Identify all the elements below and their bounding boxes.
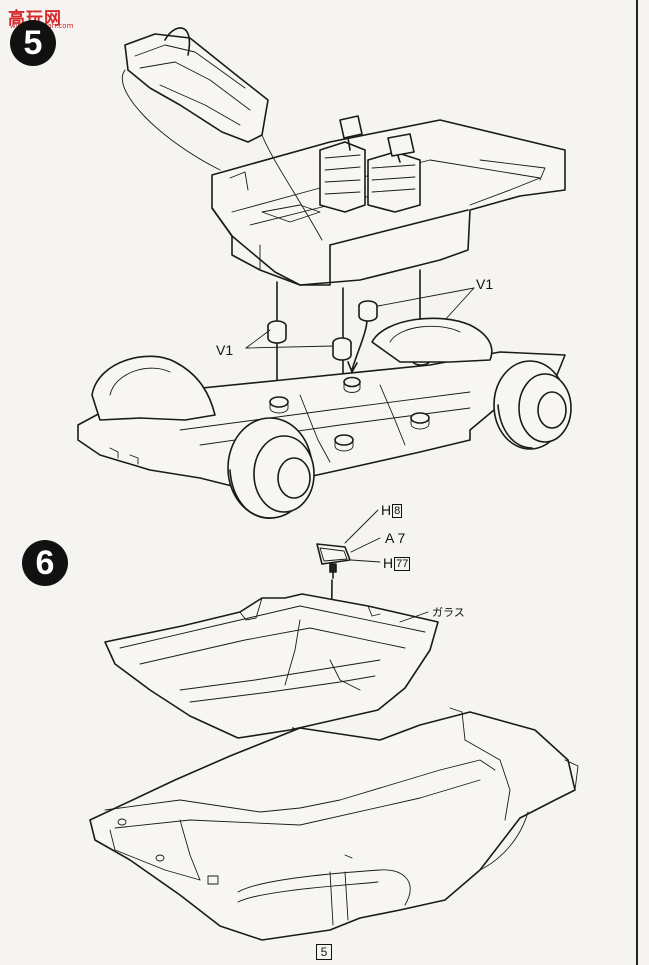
v1-label-left: V1 — [216, 342, 233, 358]
v1-right-text: V1 — [476, 276, 494, 292]
step-5-badge: 5 — [10, 20, 56, 66]
glass-drawing — [104, 593, 439, 739]
glass-label: ガラス — [432, 604, 465, 620]
glass-text: ガラス — [432, 606, 465, 619]
part-h8-box: 8 — [392, 504, 403, 518]
body-shell-drawing — [89, 707, 579, 941]
v1-label-right: V1 — [476, 276, 493, 292]
interior-tub-drawing — [211, 115, 566, 286]
dashboard-drawing — [122, 27, 323, 241]
right-border-line — [636, 0, 638, 965]
chassis-drawing — [77, 317, 566, 491]
v1-left-text: V1 — [216, 342, 234, 358]
part-a7-text: A 7 — [385, 530, 406, 546]
part-h8-prefix: H — [381, 502, 392, 518]
step-5-number: 5 — [23, 24, 43, 62]
step-6-badge: 6 — [22, 540, 68, 586]
part-h77-prefix: H — [383, 555, 394, 571]
wheels-drawing — [227, 360, 572, 519]
page-number: 5 — [316, 944, 332, 960]
step-6-number: 6 — [35, 544, 55, 582]
part-a7-label: A 7 — [385, 530, 405, 546]
part-h77-box: 77 — [394, 557, 411, 571]
